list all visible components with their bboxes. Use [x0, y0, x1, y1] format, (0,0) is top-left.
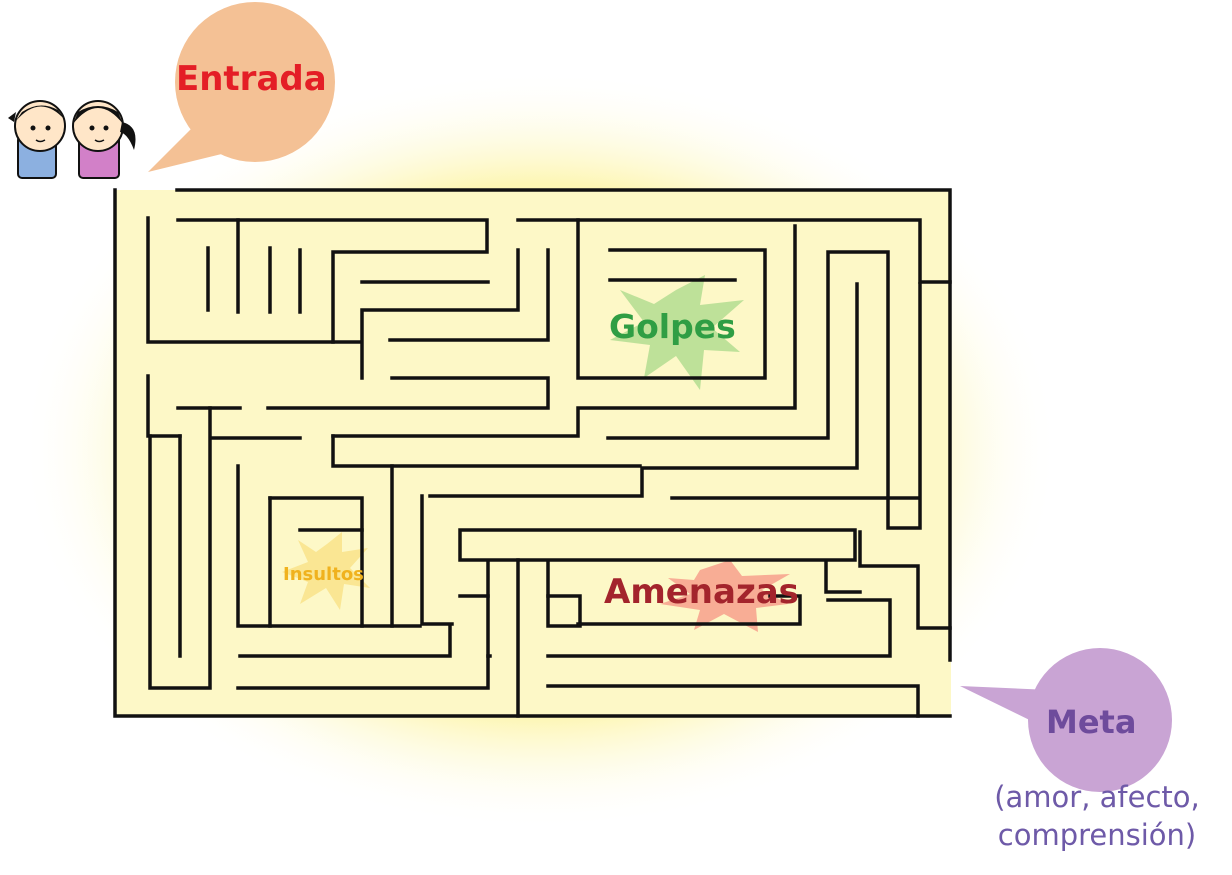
golpes-burst-icon	[610, 275, 744, 390]
meta-speech-bubble-icon	[960, 648, 1172, 792]
meta-label: Meta	[1046, 703, 1137, 741]
girl-child-icon	[72, 100, 136, 179]
golpes-label: Golpes	[609, 307, 736, 346]
boy-child-icon	[8, 100, 66, 179]
insultos-label: Insultos	[283, 564, 364, 585]
insultos-burst-icon	[282, 532, 370, 610]
entrada-speech-bubble-icon	[148, 2, 335, 172]
goal-description-line-2: comprensión)	[997, 818, 1197, 852]
maze-area	[115, 190, 951, 716]
goal-description: (amor, afecto, comprensión)	[968, 778, 1226, 854]
entrada-label: Entrada	[176, 59, 327, 99]
goal-description-line-1: (amor, afecto,	[994, 780, 1200, 814]
amenazas-label: Amenazas	[604, 572, 799, 612]
maze-walls	[113, 188, 952, 718]
amenazas-burst-icon	[660, 560, 790, 632]
